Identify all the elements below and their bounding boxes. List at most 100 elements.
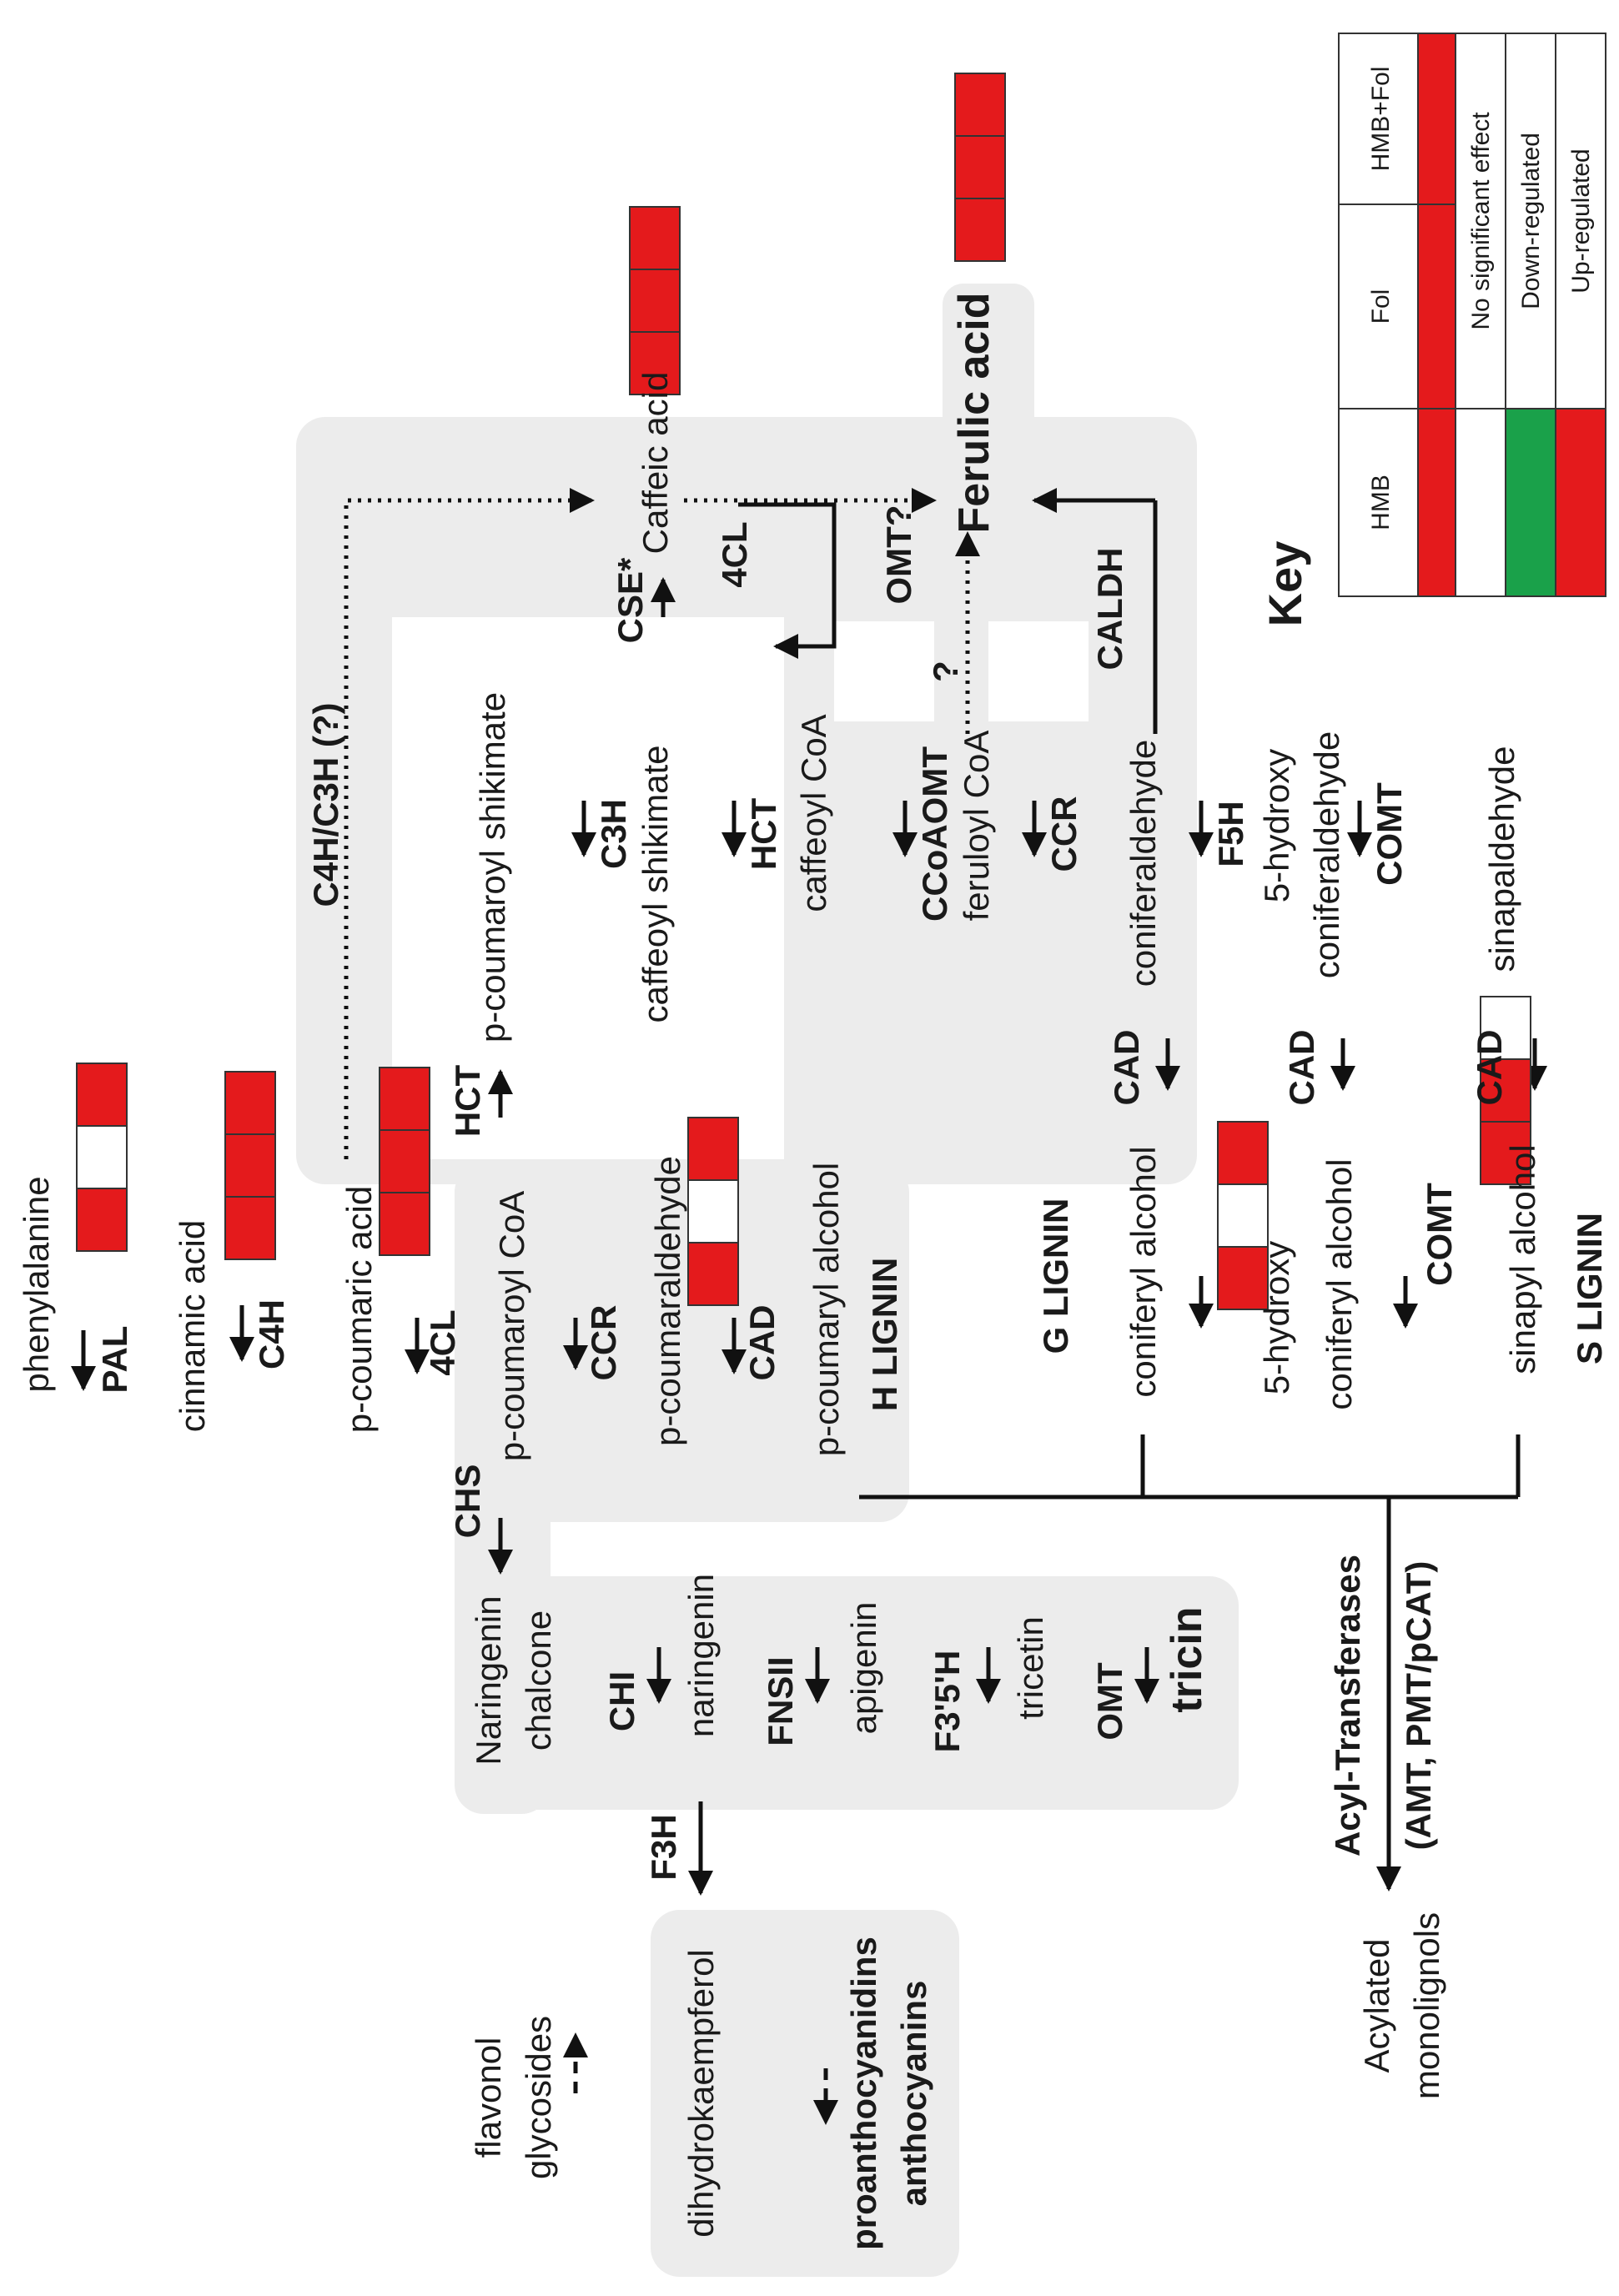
label-ccoaomt: CCoAOMT	[915, 746, 954, 922]
label-4cl-2: 4CL	[715, 521, 754, 587]
label-flavonol-2: glycosides	[519, 2016, 558, 2179]
expression-cell-cinnamic_acid-2	[224, 1196, 276, 1260]
label-acyl-transferases: Acyl-Transferases	[1328, 1555, 1367, 1856]
label-caffeic-acid: Caffeic acid	[636, 372, 675, 555]
label-coniferaldehyde: coniferaldehyde	[1124, 740, 1163, 987]
expression-cell-hydroxy_coniferyl_alcohol-0	[1217, 1121, 1269, 1185]
dotted-c4h-c3h	[344, 488, 595, 1159]
label-caldh: CALDH	[1090, 548, 1129, 671]
label-dihydrokaempferol: dihydrokaempferol	[681, 1949, 721, 2238]
expression-cell-phenylalanine-1	[76, 1125, 128, 1189]
label-question: ?	[926, 661, 965, 682]
expression-cell-caffeic_acid-0	[629, 206, 681, 270]
expression-cell-p_coumaraldehyde-0	[687, 1117, 739, 1181]
label-p-coumaraldehyde: p-coumaraldehyde	[648, 1156, 687, 1446]
label-acylated-2: monolignols	[1407, 1912, 1446, 2099]
label-sinapyl-alcohol: sinapyl alcohol	[1503, 1144, 1542, 1374]
label-acyl-enzymes: (AMT, PMT/pCAT)	[1399, 1561, 1438, 1851]
label-apigenin: apigenin	[844, 1602, 883, 1735]
expression-cell-cinnamic_acid-0	[224, 1071, 276, 1135]
label-naringenin: naringenin	[681, 1574, 721, 1737]
expression-cell-ferulic_acid-2	[954, 198, 1006, 262]
label-caffeoyl-shikimate: caffeoyl shikimate	[636, 745, 675, 1022]
label-proanthocyanidins: proanthocyanidins	[844, 1937, 883, 2250]
label-acylated-1: Acylated	[1357, 1938, 1396, 2072]
panel-ferulic-top	[943, 284, 1034, 442]
label-p-coumaryl-alcohol: p-coumaryl alcohol	[807, 1163, 846, 1457]
label-h-lignin: H LIGNIN	[865, 1258, 904, 1411]
legend-swatch-down	[1505, 408, 1556, 597]
label-pal: PAL	[95, 1326, 134, 1394]
legend-swatch-none	[1455, 408, 1506, 597]
label-c4h: C4H	[252, 1299, 291, 1369]
label-cse: CSE*	[611, 557, 650, 643]
panel-proanthocyanidins	[651, 1910, 959, 2277]
label-omt: OMT	[1090, 1662, 1129, 1741]
legend-label-down: Down-regulated	[1517, 133, 1545, 309]
legend-label-none: No significant effect	[1467, 112, 1495, 330]
panel-notch-3	[988, 621, 1089, 721]
label-c3h: C3H	[594, 799, 633, 869]
label-tricetin: tricetin	[1011, 1616, 1050, 1720]
label-f3h: F3H	[644, 1814, 683, 1880]
label-s-lignin: S LIGNIN	[1570, 1213, 1609, 1364]
label-ferulic-acid: Ferulic acid	[950, 293, 998, 534]
label-phenylalanine: phenylalanine	[17, 1176, 56, 1392]
key-column-label-2: HMB	[1367, 475, 1395, 530]
label-f3p5ph: F3'5'H	[928, 1650, 967, 1753]
label-tricin: tricin	[1163, 1606, 1211, 1712]
label-hct-1: HCT	[448, 1065, 487, 1138]
panel-flavonoid	[455, 1576, 1239, 1810]
label-feruloyl-coa: feruloyl CoA	[957, 731, 996, 922]
expression-cell-ferulic_acid-1	[954, 135, 1006, 199]
expression-cell-phenylalanine-2	[76, 1188, 128, 1252]
expression-cell-p_coumaraldehyde-1	[687, 1179, 739, 1243]
label-ccr-1: CCR	[584, 1305, 623, 1381]
label-g-lignin: G LIGNIN	[1036, 1198, 1075, 1354]
label-chs: CHS	[448, 1465, 487, 1539]
panel-notch	[392, 617, 784, 1159]
label-cad-1: CAD	[742, 1305, 782, 1381]
label-chi: CHI	[602, 1671, 641, 1731]
label-flavonol-1: flavonol	[469, 2037, 508, 2158]
label-c4h-c3h: C4H/C3H (?)	[306, 702, 345, 907]
label-f5h: F5H	[1211, 801, 1250, 867]
expression-cell-caffeic_acid-1	[629, 269, 681, 333]
label-comt-1: COMT	[1370, 782, 1409, 886]
dashed-arrows	[344, 488, 980, 2125]
key-title: Key	[1259, 541, 1311, 627]
label-coniferyl-alcohol: coniferyl alcohol	[1124, 1146, 1163, 1397]
key-column-box-2	[1338, 408, 1419, 597]
label-anthocyanins: anthocyanins	[894, 1981, 933, 2207]
label-p-coumaroyl-coa: p-coumaroyl CoA	[492, 1191, 531, 1461]
expression-cell-sinapyl_alcohol-0	[1480, 996, 1531, 1060]
expression-cell-p_coumaraldehyde-2	[687, 1242, 739, 1306]
label-comt-2: COMT	[1420, 1183, 1459, 1286]
label-naringenin-chalcone-1: Naringenin	[469, 1595, 508, 1765]
label-4cl-1: 4CL	[423, 1309, 462, 1375]
expression-bars	[76, 73, 1531, 1310]
expression-cell-p_coumaric_acid-0	[379, 1067, 430, 1131]
labels: phenylalanine PAL cinnamic acid C4H p-co…	[17, 293, 1609, 2250]
expression-cell-sinapyl_alcohol-2	[1480, 1121, 1531, 1185]
key-column-label-1: Fol	[1367, 289, 1395, 324]
legend-swatch-up	[1555, 408, 1606, 597]
label-5h-coniferyl-alcohol-1: 5-hydroxy	[1257, 1241, 1296, 1394]
panels	[296, 284, 1239, 2277]
label-cinnamic-acid: cinnamic acid	[173, 1220, 212, 1432]
label-omt-q: OMT?	[879, 505, 918, 605]
label-5h-coniferaldehyde-2: coniferaldehyde	[1307, 731, 1346, 979]
label-5h-coniferyl-alcohol-2: coniferyl alcohol	[1320, 1158, 1359, 1409]
panel-notch-2	[834, 621, 934, 721]
expression-cell-caffeic_acid-2	[629, 331, 681, 395]
key-legend: No significant effect Down-regulated Up-re…	[1455, 33, 1606, 597]
label-5h-coniferaldehyde-1: 5-hydroxy	[1257, 749, 1296, 902]
legend-label-up: Up-regulated	[1567, 148, 1595, 293]
expression-cell-p_coumaric_acid-2	[379, 1192, 430, 1256]
expression-cell-p_coumaric_acid-1	[379, 1129, 430, 1193]
label-cad-3: CAD	[1282, 1030, 1321, 1106]
expression-cell-phenylalanine-0	[76, 1063, 128, 1127]
